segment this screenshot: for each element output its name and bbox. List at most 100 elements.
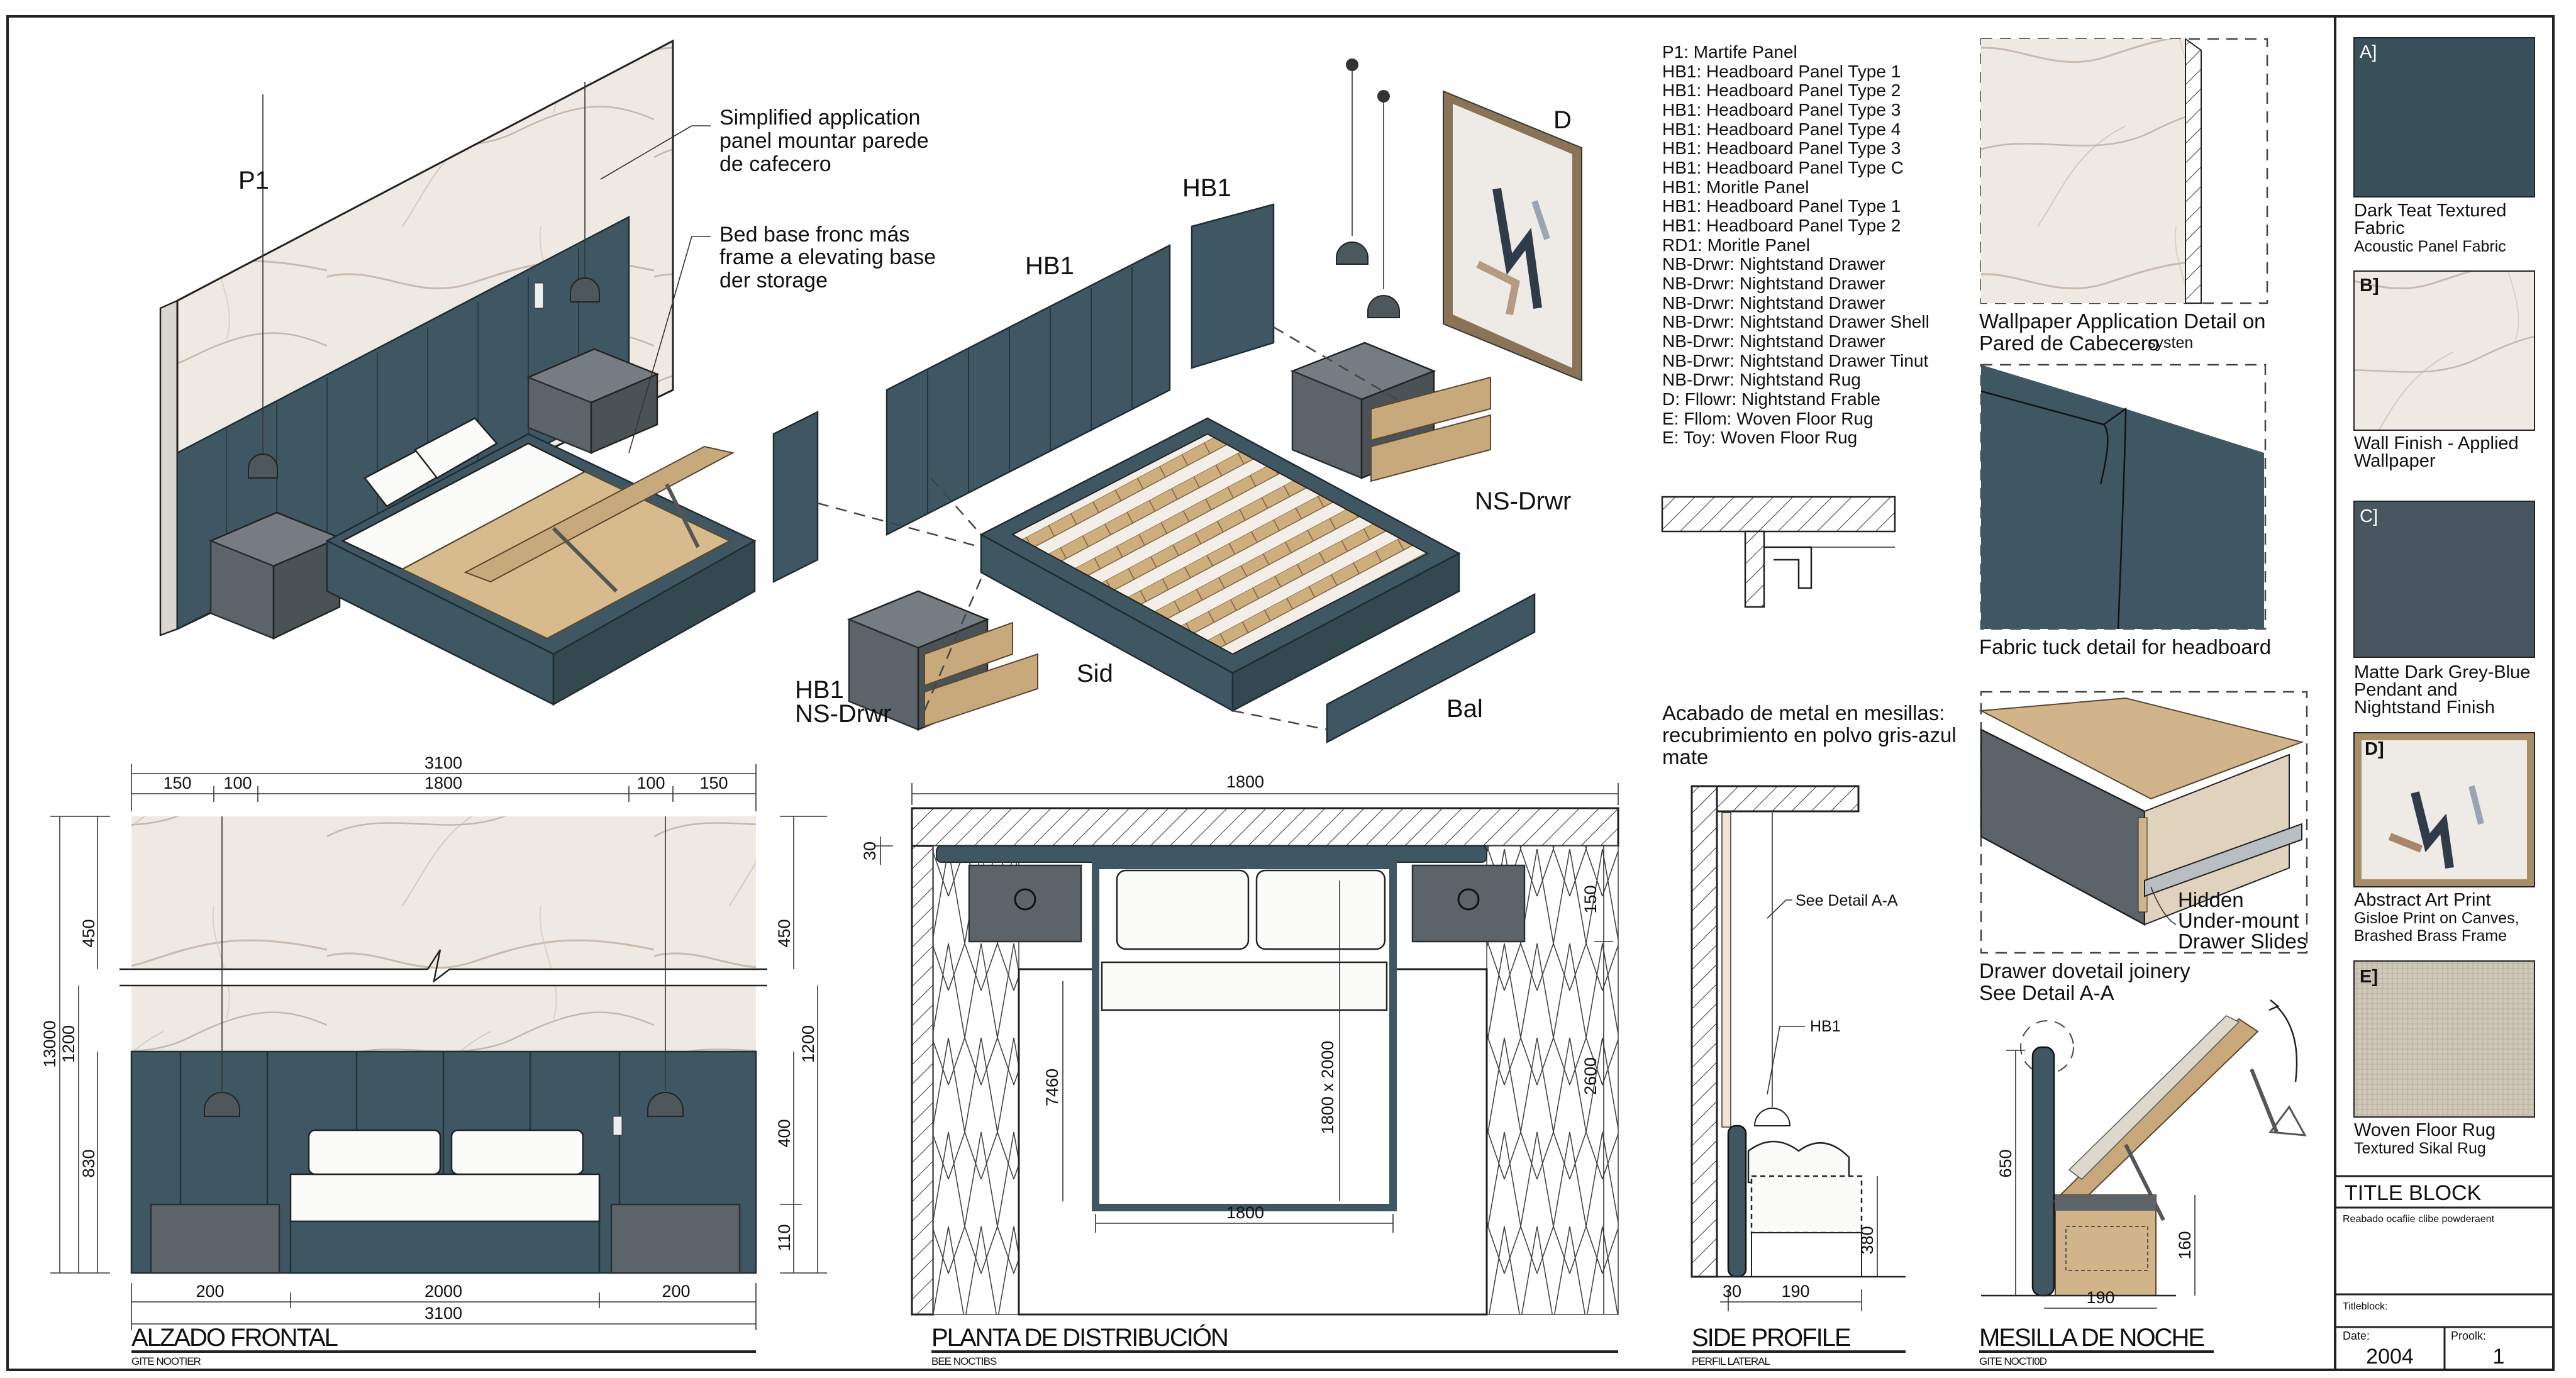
- swatch-label: Fabric: [2354, 218, 2405, 238]
- nightstand-right: [526, 348, 660, 454]
- swatch-label: Matte Dark Grey-Blue: [2354, 662, 2530, 682]
- dim-text: 7460: [1043, 1069, 1062, 1106]
- dim-text: 160: [2175, 1231, 2194, 1259]
- swatch-label: Woven Floor Rug: [2354, 1120, 2496, 1140]
- front-elevation: [119, 816, 767, 1274]
- swatch-label: Wall Finish - Applied: [2354, 433, 2519, 453]
- drawer-detail: [1979, 691, 2308, 954]
- dim-text: 2600: [1581, 1057, 1600, 1095]
- material-swatch-b: B] Wall Finish - Applied Wallpaper: [2353, 270, 2535, 471]
- dim-text: 100: [223, 774, 252, 792]
- legend-item: NB-Drwr: Nightstand Drawer Tinut: [1662, 351, 1928, 370]
- art-print: [1443, 90, 1582, 382]
- dim-text: 1800: [1226, 1203, 1264, 1222]
- swatch-label: Dark Teat Textured: [2354, 201, 2506, 221]
- label-hb1-left: HB1: [795, 676, 844, 704]
- material-swatch-c: C] Matte Dark Grey-Blue Pendant and Nigh…: [2353, 501, 2535, 718]
- legend-item: HB1: Headboard Panel Type 2: [1662, 216, 1901, 235]
- legend-item: HB1: Headboard Panel Type 1: [1662, 62, 1901, 81]
- nightstand-left: [208, 511, 342, 640]
- slatted-bed-frame: [979, 417, 1461, 713]
- callout-wall-2: panel mountar parede: [719, 129, 929, 153]
- side-profile: [1690, 785, 1906, 1278]
- exploded-view: [772, 58, 1582, 744]
- dim-text: 200: [662, 1282, 690, 1301]
- swatch-label: Wallpaper: [2354, 451, 2436, 471]
- material-swatch-d: D] Abstract Art Print Gisloe Print on Ca…: [2353, 732, 2535, 945]
- callout-bed-3: der storage: [719, 269, 828, 292]
- legend-item: NB-Drwr: Nightstand Drawer: [1662, 293, 1885, 313]
- swatch-key: A]: [2360, 42, 2377, 62]
- nightstand-section: [1981, 999, 2307, 1297]
- dim-text: 1800 x 2000: [1318, 1041, 1337, 1135]
- legend-item: NB-Drwr: Nightstand Drawer: [1662, 274, 1885, 293]
- legend-item: E: Fllom: Woven Floor Rug: [1662, 409, 1874, 428]
- dim-text: 450: [79, 919, 98, 947]
- dim-text: 1800: [1226, 772, 1264, 791]
- isometric-labels: P1 Simplified application panel mountar …: [238, 106, 936, 453]
- label-p1: P1: [238, 167, 269, 194]
- swatch-key: E]: [2360, 967, 2378, 987]
- legend-item: NB-Drwr: Nightstand Drawer: [1662, 254, 1885, 274]
- title-block-note: Reabado ocafiie clibe powderaent: [2343, 1214, 2495, 1225]
- swatch-sublabel: Brashed Brass Frame: [2354, 927, 2507, 945]
- label-ns-drwr-left: NS-Drwr: [795, 700, 891, 728]
- legend-item: NB-Drwr: Nightstand Rug: [1662, 370, 1861, 389]
- legend-item: RD1: Moritle Panel: [1662, 235, 1810, 255]
- metal-note-3: mate: [1662, 745, 1708, 769]
- dim-text: 650: [1996, 1149, 2015, 1177]
- legend-item: HB1: Headboard Panel Type 3: [1662, 138, 1901, 158]
- elevation-title: ALZADO FRONTAL: [131, 1324, 338, 1352]
- front-elevation-dimensions: 3100 150 100 1800 100 150 13000 1200 450…: [40, 753, 827, 1330]
- dim-text: 13000: [40, 1020, 59, 1067]
- dim-text: 150: [699, 774, 728, 792]
- exploded-labels: HB1 HB1 D NS-Drwr HB1 NS-Drwr Sid Bal: [795, 106, 1572, 728]
- swatch-sublabel: Gisloe Print on Canves,: [2354, 909, 2519, 927]
- drawer-callout-3: Drawer Slides: [2178, 930, 2307, 953]
- drawer-caption-1: Drawer dovetail joinery: [1979, 959, 2190, 982]
- dim-text: 1800: [425, 774, 462, 792]
- nightstand-title: MESILLA DE NOCHE: [1979, 1324, 2204, 1352]
- dim-text: 830: [79, 1149, 98, 1177]
- metal-note-2: recubrimiento en polvo gris-azul: [1662, 723, 1957, 747]
- titleblock-label: Titleblock:: [2343, 1301, 2387, 1312]
- legend-item: NB-Drwr: Nightstand Drawer Shell: [1662, 312, 1929, 331]
- fabric-tuck-detail: [1980, 364, 2267, 630]
- nightstand-exploded-left: [847, 590, 1038, 731]
- label-ns-drwr: NS-Drwr: [1475, 487, 1571, 515]
- dim-text: 450: [775, 919, 794, 947]
- callout-bed-1: Bed base fronc más: [719, 223, 909, 247]
- dim-text: 3100: [425, 1304, 462, 1323]
- side-profile-title: SIDE PROFILE: [1692, 1324, 1850, 1352]
- component-legend: P1: Martife Panel HB1: Headboard Panel T…: [1662, 42, 1929, 447]
- wallpaper-note: systen: [2148, 334, 2193, 352]
- drawer-callout-2: Under-mount: [2178, 909, 2299, 932]
- swatch-sublabel: Acoustic Panel Fabric: [2354, 238, 2506, 255]
- label-sid: Sid: [1077, 660, 1113, 687]
- prob-value: 1: [2493, 1345, 2505, 1369]
- swatch-label: Pendant and: [2354, 680, 2457, 700]
- title-block: TITLE BLOCK Reabado ocafiie clibe powder…: [2335, 1175, 2553, 1370]
- legend-item: NB-Drwr: Nightstand Drawer: [1662, 331, 1885, 351]
- legend-item: HB1: Headboard Panel Type 3: [1662, 100, 1901, 119]
- legend-item: HB1: Headboard Panel Type C: [1662, 158, 1904, 177]
- material-swatch-a: A] Dark Teat Textured Fabric Acoustic Pa…: [2353, 37, 2535, 255]
- dim-text: 150: [1581, 885, 1600, 913]
- dim-text: 200: [196, 1282, 224, 1301]
- legend-item: HB1: Moritle Panel: [1662, 177, 1809, 197]
- nightstand-subtitle: GITE NOCTI0D: [1979, 1355, 2047, 1367]
- pendant-left: [248, 94, 278, 479]
- callout-wall-3: de cafecero: [719, 152, 831, 176]
- dim-text: 1200: [59, 1025, 78, 1063]
- dim-text: 1200: [799, 1025, 818, 1063]
- floor-plan: [911, 807, 1619, 1316]
- isometric-bedroom-view: [159, 39, 757, 706]
- label-d: D: [1553, 106, 1572, 134]
- legend-item: HB1: Headboard Panel Type 1: [1662, 196, 1901, 216]
- label-hb1-top: HB1: [1182, 174, 1231, 202]
- drawer-caption-2: See Detail A-A: [1979, 981, 2114, 1004]
- legend-item: HB1: Headboard Panel Type 2: [1662, 81, 1901, 100]
- swatch-key: C]: [2360, 506, 2378, 526]
- dim-text: 190: [1781, 1282, 1809, 1301]
- dim-text: 30: [1723, 1282, 1741, 1301]
